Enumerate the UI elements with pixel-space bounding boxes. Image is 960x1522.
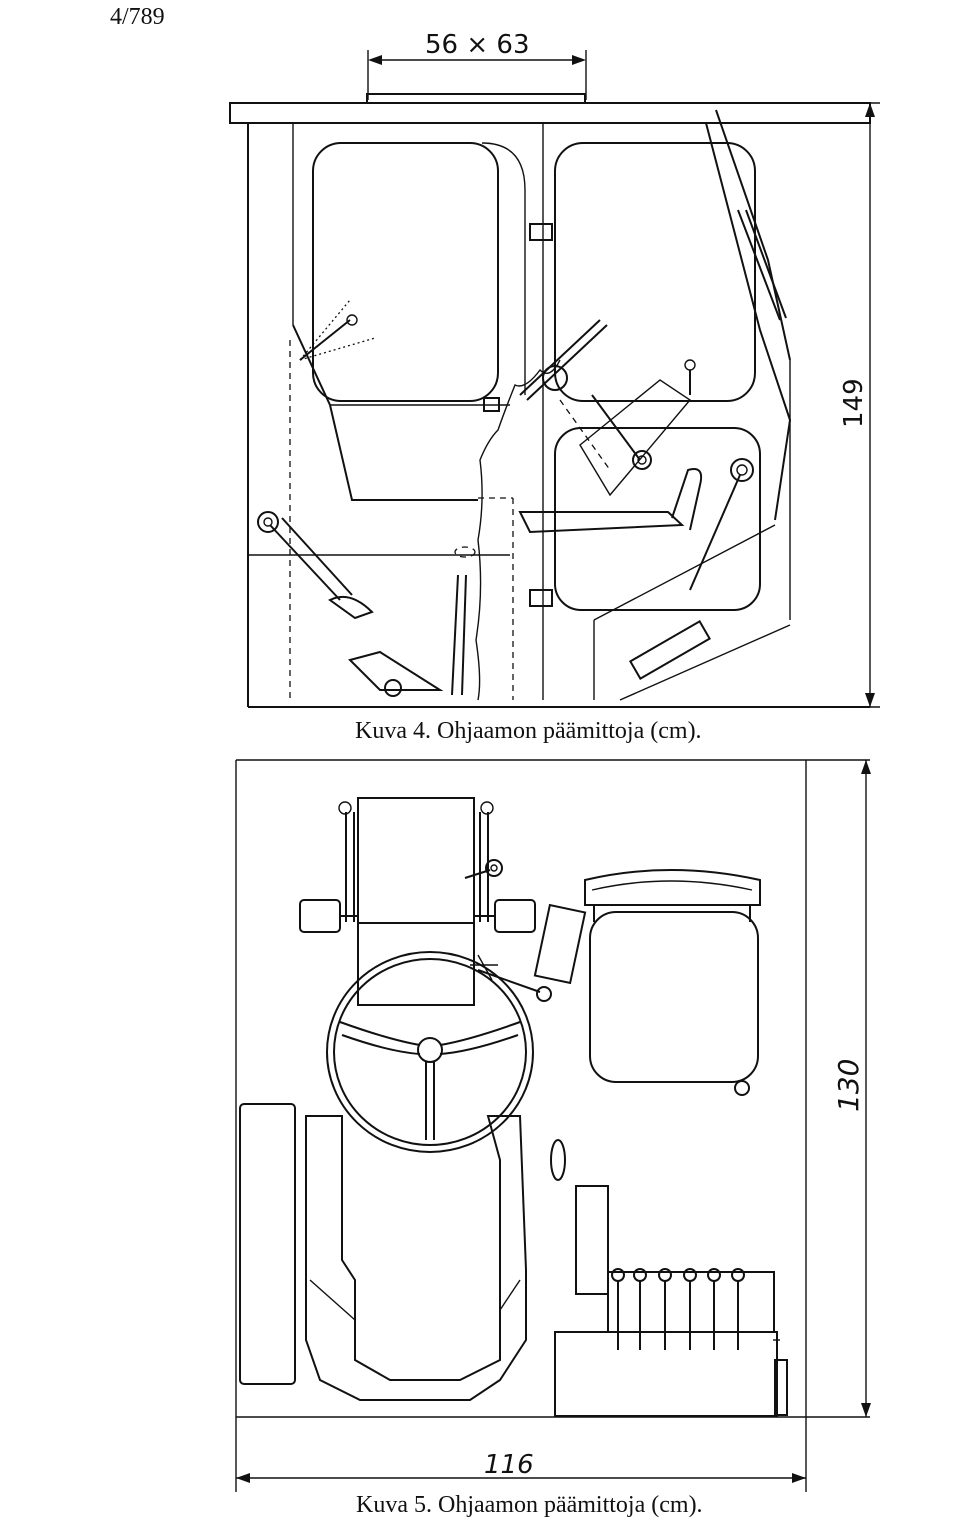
- floor-pedal-panel: [305, 1115, 527, 1401]
- side-lever-pivot: [730, 458, 754, 482]
- driver-seat: [518, 379, 703, 534]
- instrument-panel: [357, 922, 475, 1006]
- cab-roof: [229, 102, 871, 124]
- right-mirror: [474, 801, 536, 933]
- height-dimension-line: [830, 102, 880, 708]
- figure-4-drawing: 56 × 63: [229, 30, 880, 708]
- cab-outline: [247, 109, 870, 708]
- width-dimension-label: 116: [484, 1450, 534, 1480]
- clutch-pedal: [257, 511, 374, 620]
- depth-dimension-label: 130: [832, 1059, 865, 1112]
- depth-dimension-line: [861, 760, 871, 1417]
- door-hinge-upper: [529, 223, 553, 241]
- cab-step: [593, 524, 791, 701]
- figure-5-caption: Kuva 5. Ohjaamon päämittoja (cm).: [356, 1492, 703, 1518]
- figure-5-top-view: 130 116 Kuva 5. Ohjaamon päämittoja (cm)…: [0, 740, 960, 1522]
- section-break-line: [475, 359, 561, 701]
- roof-opening-dimension-label: 56 × 63: [425, 30, 529, 60]
- cab-floor-outline: [235, 759, 870, 1418]
- control-box: [533, 903, 587, 985]
- hydraulic-control-panel: [554, 1185, 788, 1417]
- console-knob: [464, 859, 503, 879]
- step-plate: [628, 619, 712, 681]
- steering-wheel: [326, 951, 534, 1153]
- dashboard-console: [292, 324, 478, 501]
- brake-pedal: [348, 650, 444, 697]
- hydraulic-levers: [611, 1268, 745, 1350]
- gear-lever: [591, 394, 641, 461]
- foot-throttle-top: [550, 1139, 566, 1181]
- figure-5-drawing: 130 116: [235, 759, 871, 1492]
- door-frame-curve: [481, 142, 526, 395]
- front-console: [357, 797, 475, 924]
- side-lever: [689, 474, 741, 591]
- rear-door-window: [312, 142, 499, 402]
- page-number: 4/789: [110, 4, 165, 30]
- roof-opening-dimension-line: [367, 50, 587, 100]
- left-wheel-arch: [239, 1103, 296, 1385]
- figure-4-side-view: 56 × 63: [0, 0, 960, 744]
- height-dimension-label: 149: [839, 378, 869, 428]
- lower-front-window: [554, 427, 761, 611]
- steering-column: [519, 319, 608, 401]
- front-door-window: [554, 142, 756, 402]
- width-dimension-line: [235, 1417, 807, 1492]
- door-hinge-lower: [529, 589, 553, 607]
- accelerator-pedal: [451, 546, 476, 696]
- gear-lever-top: [470, 954, 552, 1002]
- left-mirror: [299, 801, 358, 933]
- figure-4-caption: Kuva 4. Ohjaamon päämittoja (cm).: [355, 718, 702, 744]
- windscreen-wiper: [737, 209, 787, 321]
- steering-hub: [542, 365, 568, 391]
- hand-throttle-lever: [299, 299, 376, 361]
- driver-seat-top: [584, 869, 761, 1096]
- gear-lever-pivot: [632, 450, 652, 470]
- roof-hatch: [366, 93, 586, 104]
